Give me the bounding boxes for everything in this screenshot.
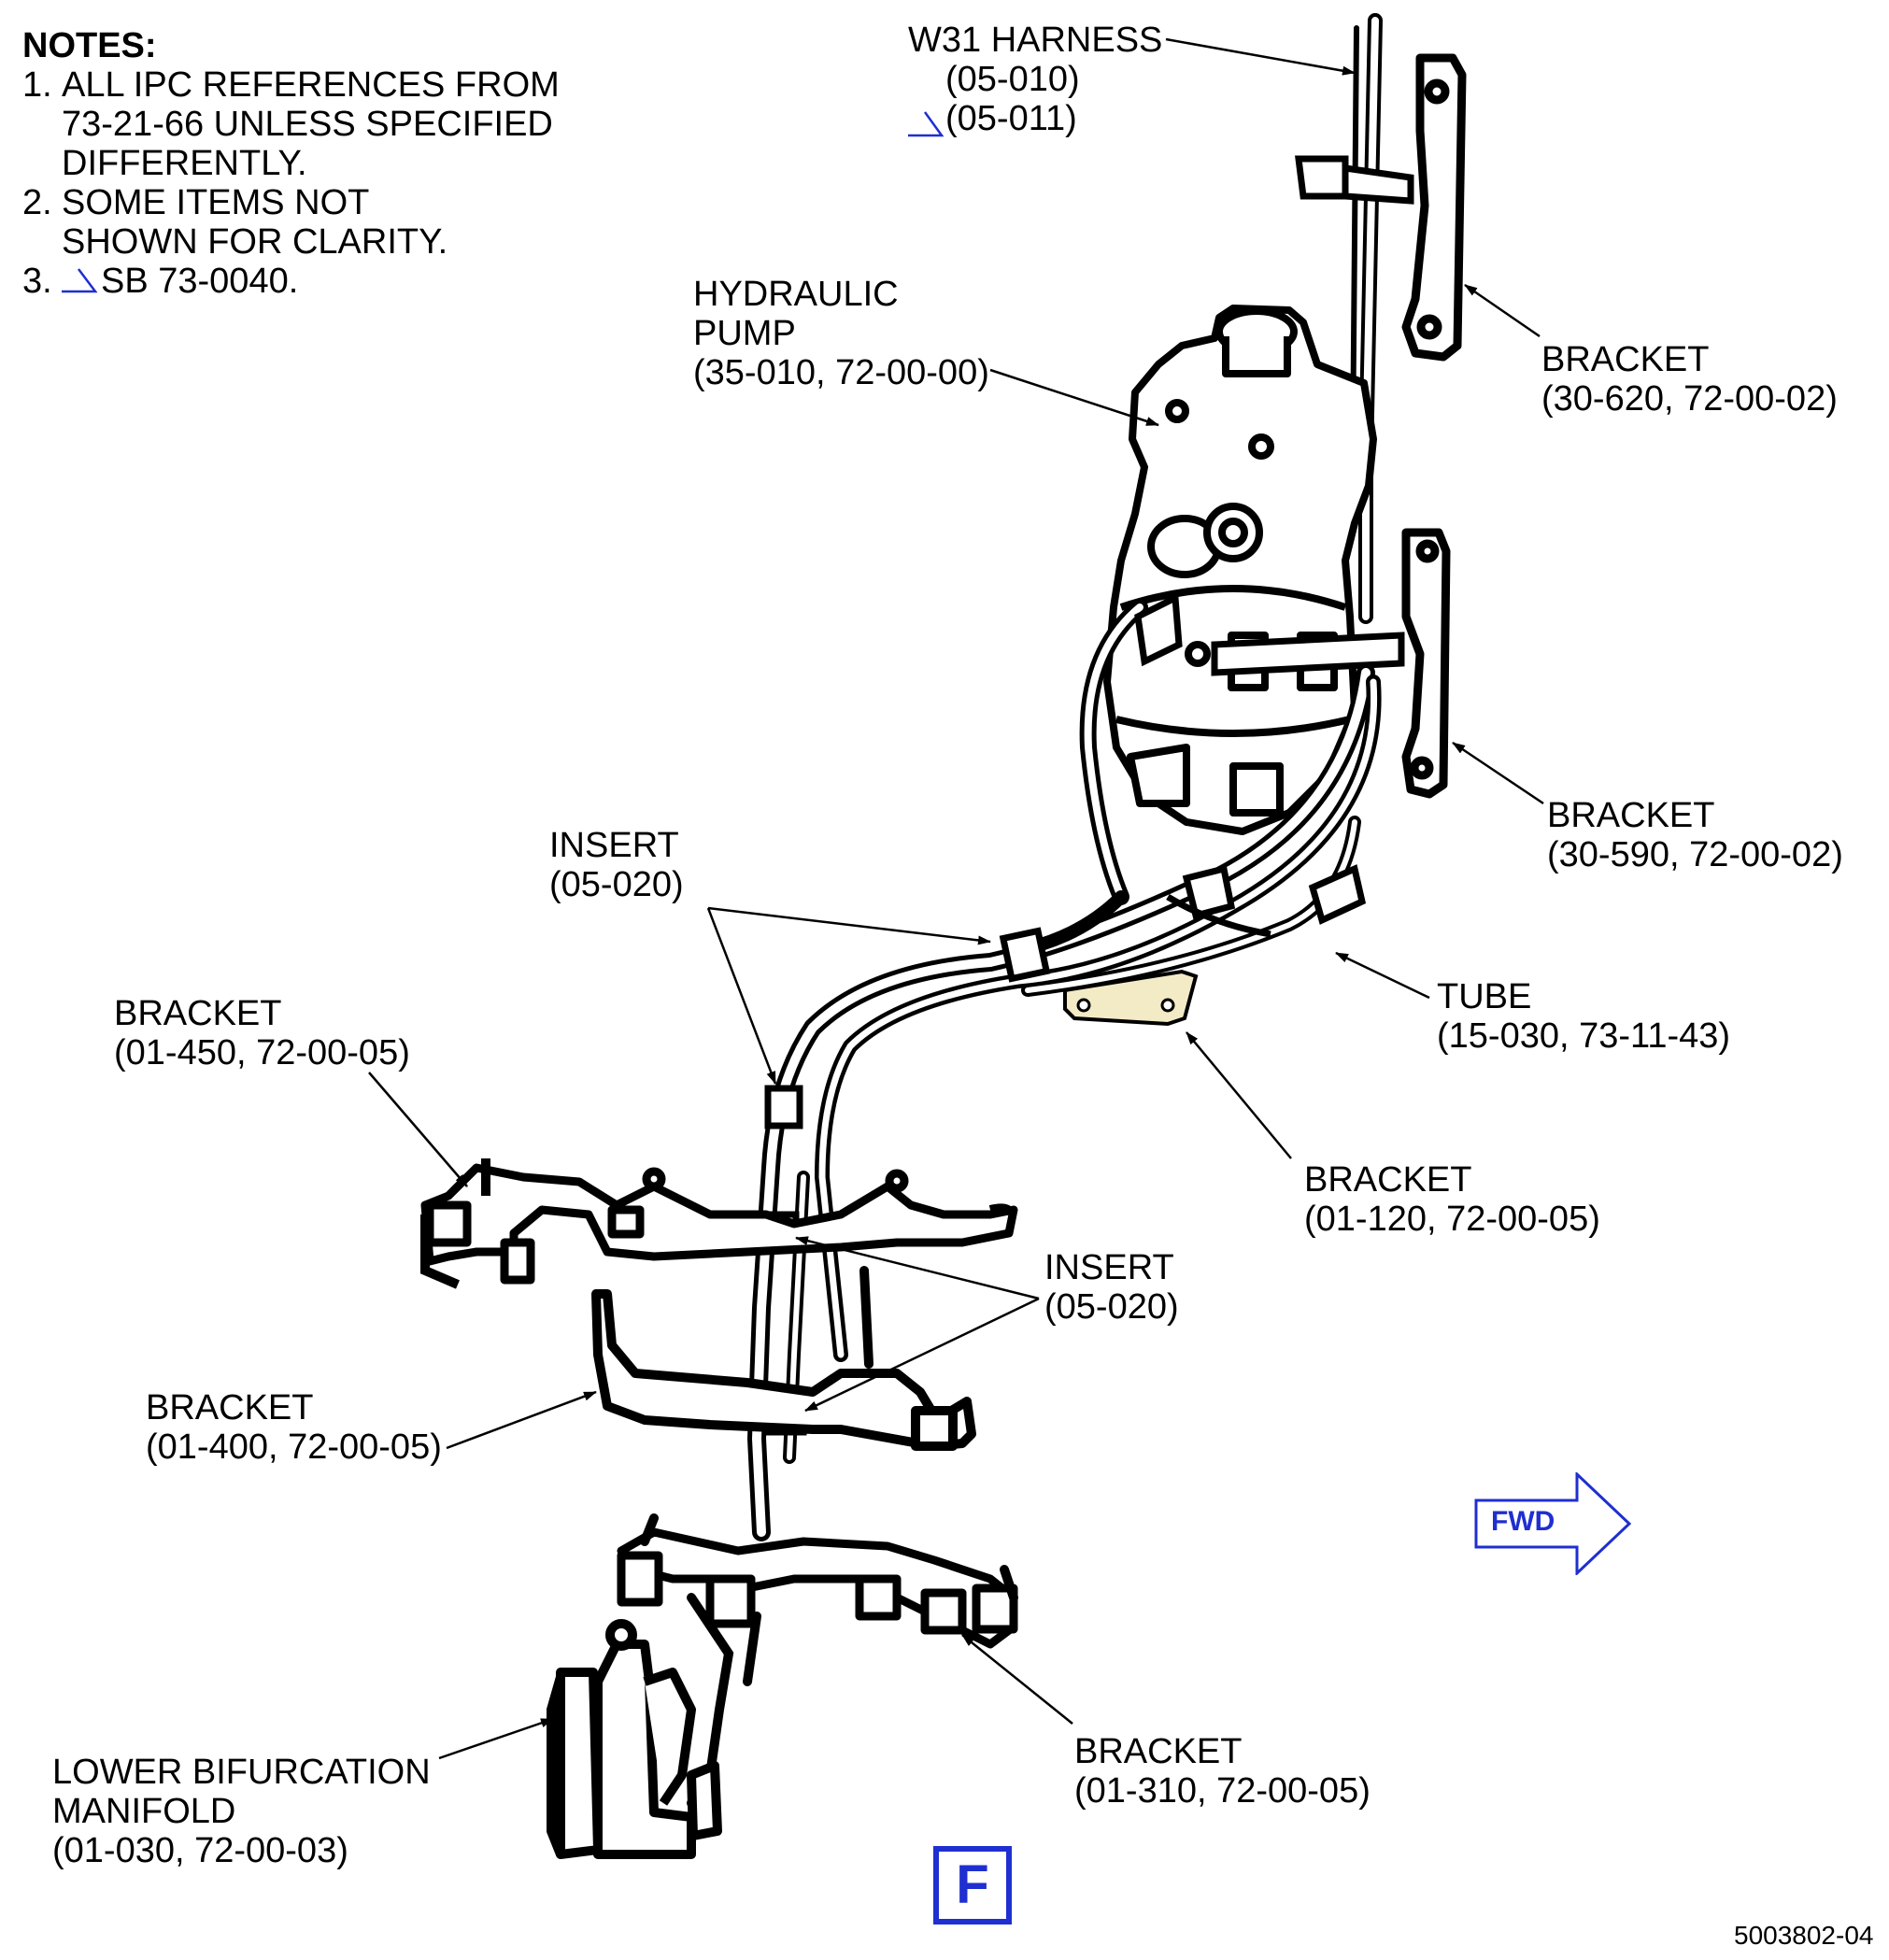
fwd-arrow-icon [1474,1472,1632,1575]
bracket-30-620-label: BRACKET [1541,340,1710,379]
hydraulic-pump-ref: (35-010, 72-00-00) [693,353,989,392]
bracket-30-590-label: BRACKET [1547,796,1715,835]
insert-lower-label: INSERT [1044,1248,1174,1287]
w31-harness-ref-1: (05-010) [945,60,1080,99]
effectivity-symbols [62,111,944,293]
w31-harness-ref-2: (05-011) [945,99,1077,138]
insert-lower-ref: (05-020) [1044,1287,1179,1327]
lower-manifold-ref: (01-030, 72-00-03) [52,1831,348,1870]
insert-upper-label: INSERT [549,826,679,865]
note-1-number: 1. [22,65,52,105]
lower-manifold-shape [547,1619,722,1859]
note-1-line-3: DIFFERENTLY. [62,144,307,183]
bracket-01-310-shape [617,1527,1018,1649]
view-label-box: F [933,1846,1012,1924]
note-2-line-2: SHOWN FOR CLARITY. [62,222,448,262]
lower-manifold-label-2: MANIFOLD [52,1792,236,1831]
hydraulic-pump-label-1: HYDRAULIC [693,275,899,314]
w31-harness-label: W31 HARNESS [908,21,1163,60]
bracket-30-620-shape [1401,53,1467,362]
notes-title: NOTES: [22,26,157,65]
bracket-01-450-end [420,1158,1016,1289]
bracket-30-590-shape [1401,528,1451,799]
bracket-01-120-ref: (01-120, 72-00-05) [1304,1200,1600,1239]
bracket-01-120-shape [1063,969,1199,1027]
bracket-01-310-ref: (01-310, 72-00-05) [1074,1771,1371,1811]
tube-fitting [1166,864,1367,938]
tube-label: TUBE [1437,977,1532,1016]
note-2-number: 2. [22,183,52,222]
bracket-01-450-ref: (01-450, 72-00-05) [114,1033,410,1072]
harness-clamp-lower [1211,632,1405,676]
tube-ref: (15-030, 73-11-43) [1437,1016,1731,1056]
fwd-label: FWD [1491,1506,1555,1537]
bracket-01-400-ref: (01-400, 72-00-05) [146,1427,442,1467]
note-1-line-1: ALL IPC REFERENCES FROM [62,65,560,105]
bracket-01-120-label: BRACKET [1304,1160,1472,1200]
bracket-30-590-ref: (30-590, 72-00-02) [1547,835,1843,874]
note-3-line-1: SB 73-0040. [101,262,299,301]
bracket-01-450-label: BRACKET [114,994,282,1033]
hydraulic-pump-label-2: PUMP [693,314,796,353]
note-3-number: 3. [22,262,52,301]
lower-manifold-label-1: LOWER BIFURCATION [52,1753,431,1792]
upper-clamp [1295,155,1414,205]
bracket-01-450-shape [420,1163,1018,1285]
bracket-30-620-ref: (30-620, 72-00-02) [1541,379,1838,419]
note-1-line-2: 73-21-66 UNLESS SPECIFIED [62,105,553,144]
insert-upper-ref: (05-020) [549,865,684,904]
leader-lines [368,37,1544,1760]
bracket-01-400-label: BRACKET [146,1388,314,1427]
note-2-line-1: SOME ITEMS NOT [62,183,370,222]
hydraulic-pump-body [1103,305,1377,835]
pump-side-hose [1079,592,1183,905]
figure-number: 5003802-04 [1734,1921,1874,1950]
bracket-01-400-shape [591,1289,976,1451]
bracket-01-310-label: BRACKET [1074,1732,1243,1771]
